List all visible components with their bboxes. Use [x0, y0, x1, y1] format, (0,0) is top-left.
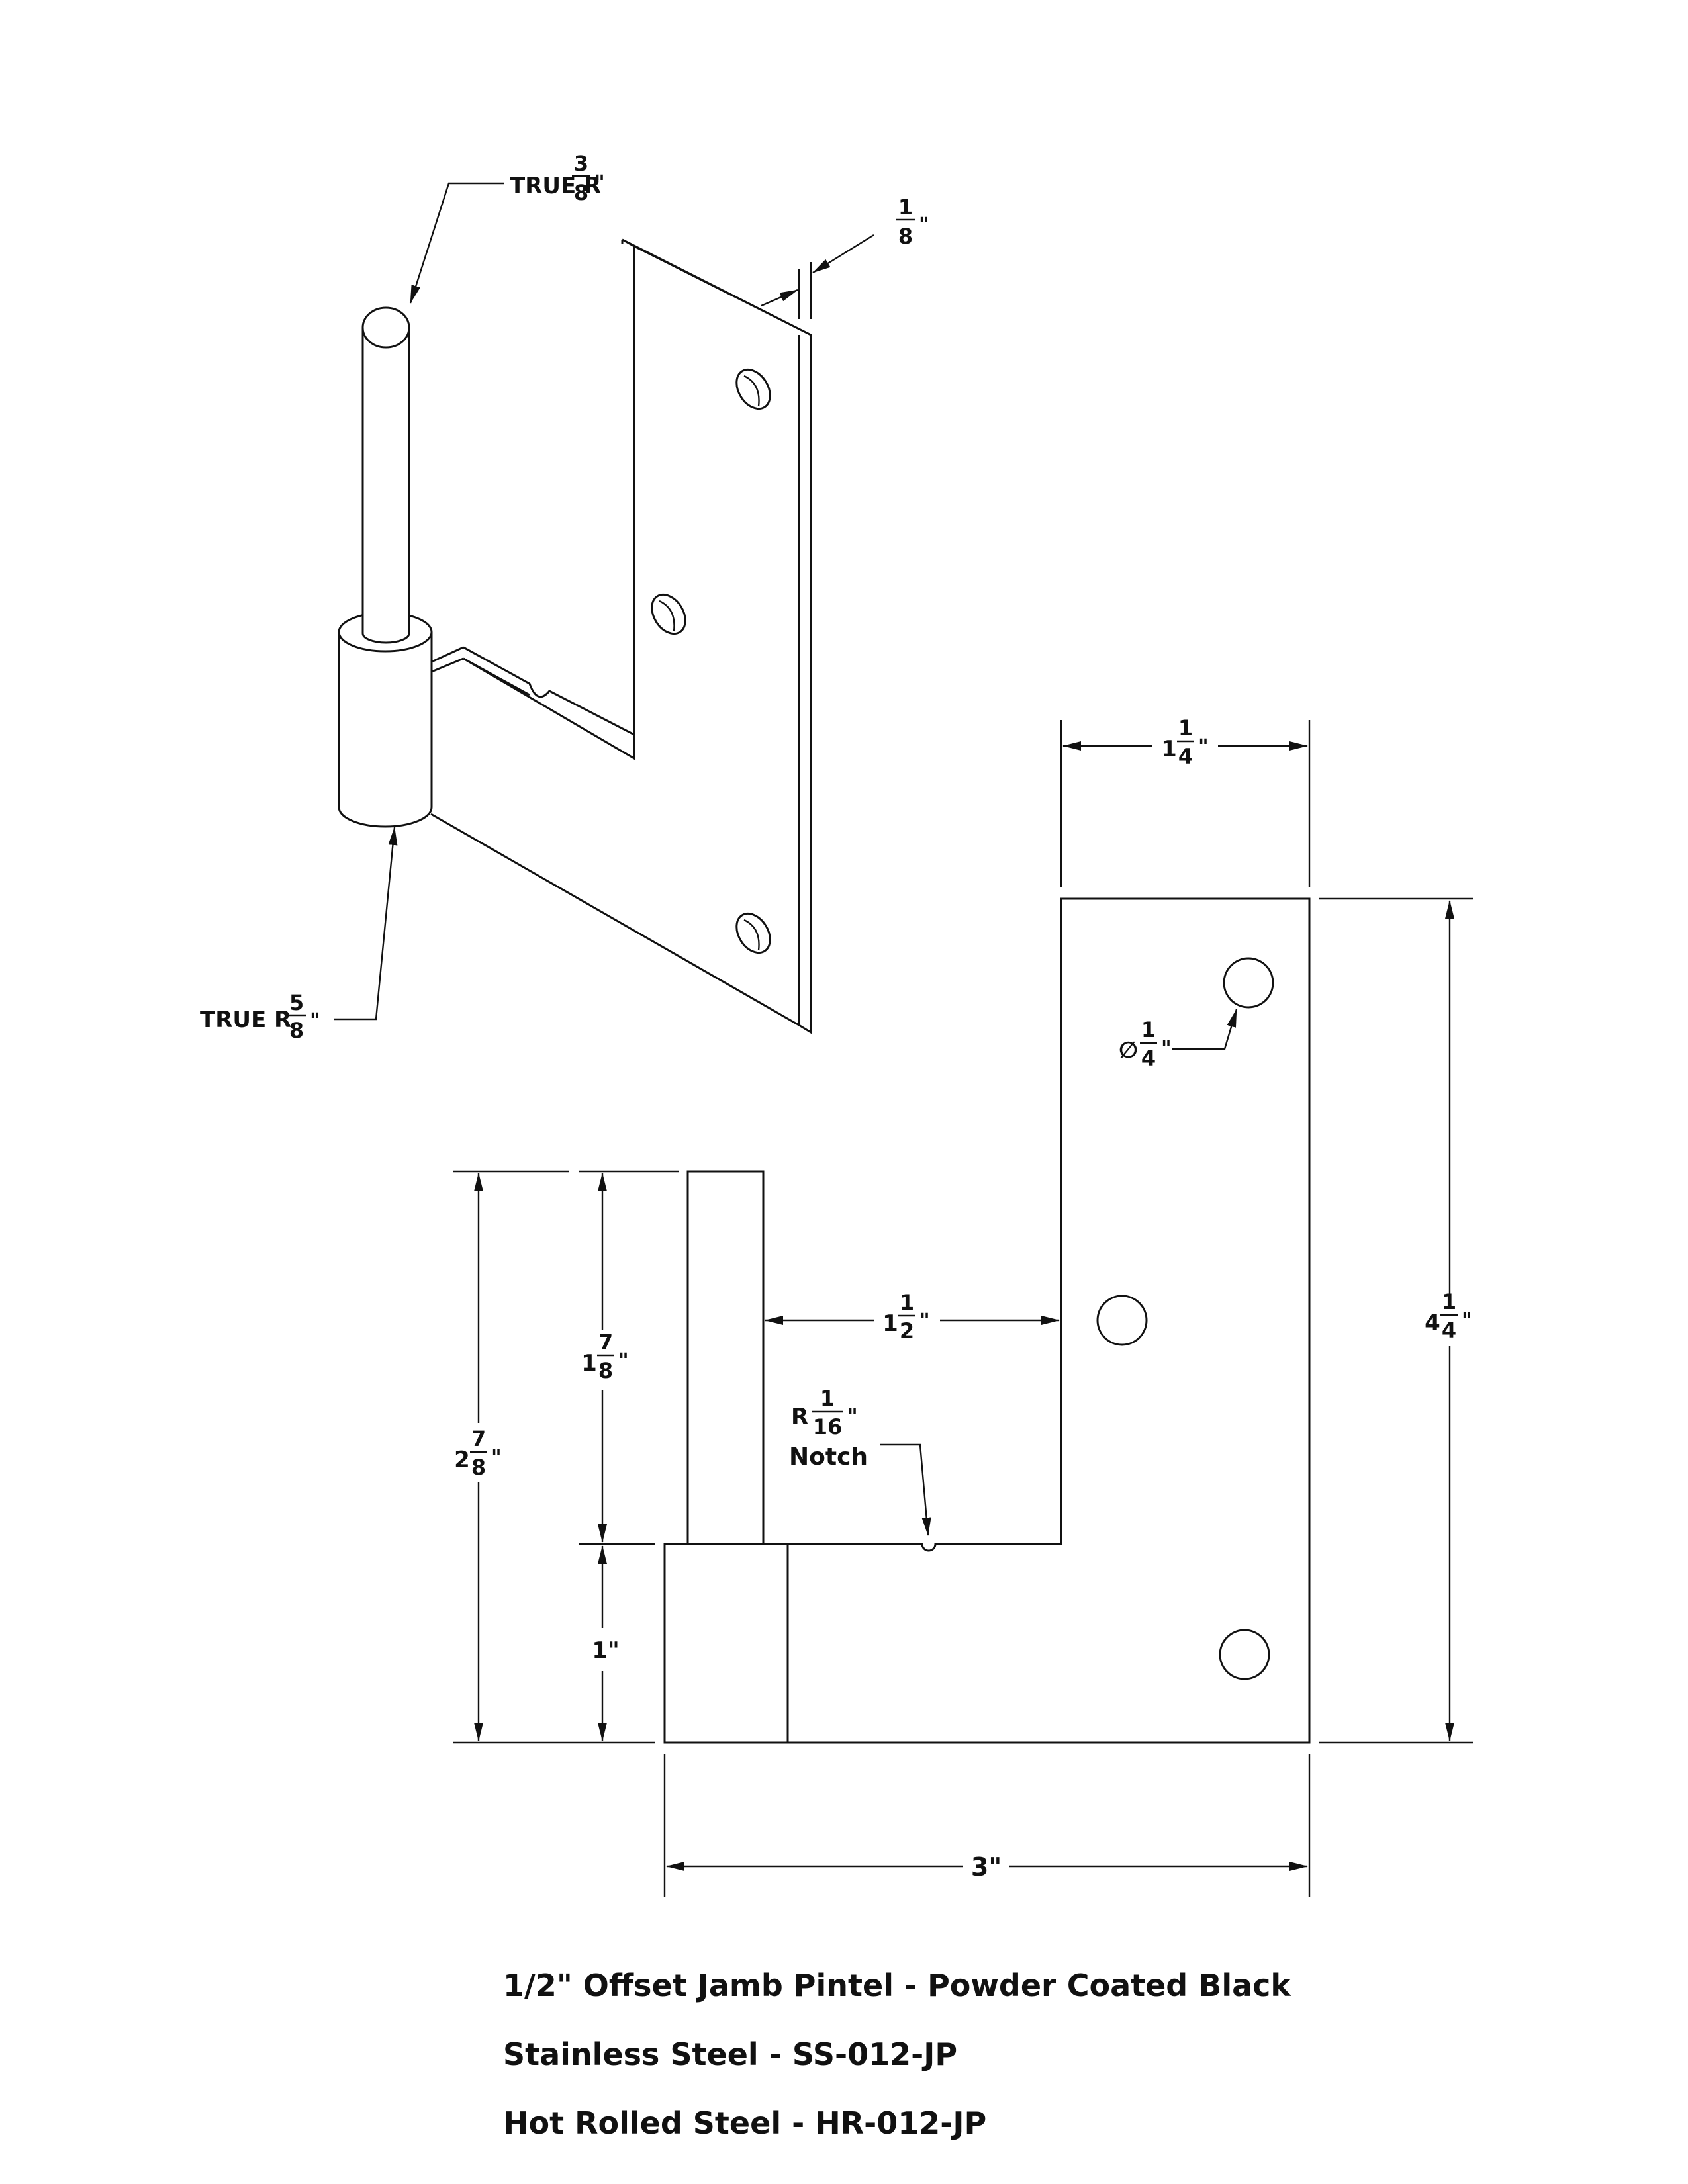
notch-inch: "	[847, 1405, 858, 1428]
pin-length-dimension: 1 7 8 "	[579, 1170, 679, 1545]
plate-width-num: 1	[1178, 715, 1193, 741]
plate-height-dimension: 4 1 4 "	[1319, 897, 1473, 1744]
thickness-inch: "	[919, 214, 929, 237]
front-hole-top	[1223, 957, 1274, 1009]
thickness-num: 1	[898, 195, 913, 220]
overall-pin-height-den: 8	[471, 1455, 486, 1480]
overall-pin-height-inch: "	[491, 1446, 502, 1469]
iso-hole-bottom	[735, 912, 771, 954]
iso-barrel	[338, 612, 464, 828]
overall-width-dimension: 3"	[663, 1754, 1311, 1897]
barrel-radius-callout: TRUE R 5 8 "	[200, 990, 320, 1043]
iso-hole-middle	[651, 593, 686, 635]
pin-radius-leader	[409, 182, 504, 304]
iso-hole-top	[735, 368, 771, 410]
pin-radius-callout: TRUE R 3 8 "	[510, 151, 605, 205]
hole-diameter-den: 4	[1141, 1046, 1156, 1071]
barrel-radius-label: TRUE R	[200, 1007, 291, 1033]
overall-pin-height-whole: 2	[454, 1447, 470, 1473]
offset-dimension: 1 1 2 "	[765, 1290, 1060, 1343]
plate-width-inch: "	[1198, 735, 1209, 758]
plate-width-den: 4	[1178, 744, 1193, 769]
pin-radius-num: 3	[574, 151, 588, 176]
plate-width-dimension: 1 1 4 "	[1060, 715, 1311, 887]
title-block: 1/2" Offset Jamb Pintel - Powder Coated …	[503, 1966, 1291, 2172]
plate-height-den: 4	[1442, 1318, 1456, 1343]
thickness-den: 8	[898, 224, 913, 249]
plate-height-whole: 4	[1425, 1310, 1440, 1336]
notch-den: 16	[813, 1414, 843, 1439]
pin-length-den: 8	[598, 1358, 613, 1383]
isometric-view: TRUE R 3 8 " TRUE R 5 8 " 1 8 "	[200, 151, 929, 1043]
barrel-height-value: 1"	[592, 1637, 619, 1664]
stainless-part-number: Stainless Steel - SS-012-JP	[503, 2036, 958, 2072]
offset-den: 2	[900, 1318, 914, 1343]
barrel-radius-leader	[334, 827, 398, 1021]
overall-pin-height-dimension: 2 7 8 "	[453, 1170, 655, 1744]
iso-pin	[361, 306, 410, 644]
plate-width-whole: 1	[1161, 736, 1177, 762]
barrel-height-dimension: 1"	[592, 1545, 620, 1741]
notch-prefix: R	[791, 1404, 808, 1430]
front-view: 1 1 4 " 4 1 4 " ∅ 1 4 "	[453, 715, 1473, 1897]
front-hole-bottom	[1219, 1629, 1270, 1680]
product-title: 1/2" Offset Jamb Pintel - Powder Coated …	[503, 1968, 1291, 2003]
front-hole-middle	[1096, 1295, 1148, 1346]
offset-whole: 1	[882, 1310, 898, 1337]
iso-plate-outline	[430, 238, 812, 1034]
iso-notch-groove	[463, 646, 635, 736]
pin-radius-label: TRUE R	[510, 173, 601, 199]
notch-num: 1	[820, 1386, 835, 1411]
plate-height-inch: "	[1462, 1309, 1472, 1332]
offset-num: 1	[900, 1290, 914, 1315]
barrel-radius-inch: "	[310, 1009, 320, 1032]
barrel-radius-num: 5	[289, 990, 304, 1015]
hole-diameter-num: 1	[1141, 1017, 1156, 1042]
pin-length-num: 7	[598, 1330, 613, 1355]
hole-diameter-inch: "	[1161, 1037, 1172, 1060]
overall-width-value: 3"	[971, 1852, 1002, 1882]
thickness-dimension: 1 8 "	[761, 195, 929, 319]
pin-radius-inch: "	[594, 171, 605, 195]
hot-rolled-part-number: Hot Rolled Steel - HR-012-JP	[503, 2105, 987, 2141]
pin-radius-den: 8	[574, 180, 588, 205]
iso-plate-edge	[621, 240, 800, 1025]
hole-diameter-symbol: ∅	[1119, 1037, 1138, 1064]
pin-length-inch: "	[618, 1349, 629, 1373]
barrel-radius-den: 8	[289, 1018, 304, 1043]
notch-callout: R 1 16 " Notch	[789, 1386, 931, 1536]
plate-height-num: 1	[1442, 1289, 1456, 1314]
notch-label: Notch	[789, 1443, 868, 1471]
pin-length-whole: 1	[581, 1350, 597, 1377]
hole-diameter-callout: ∅ 1 4 "	[1119, 1009, 1238, 1071]
offset-inch: "	[919, 1310, 930, 1333]
overall-pin-height-num: 7	[471, 1426, 486, 1451]
